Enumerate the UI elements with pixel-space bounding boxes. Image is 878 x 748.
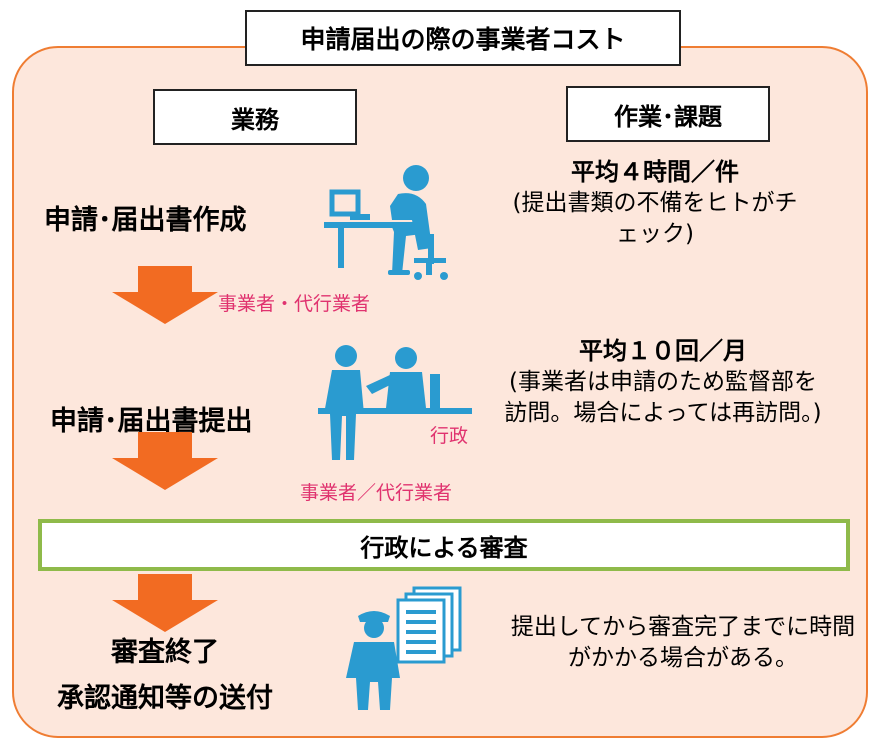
desk-worker-icon: [324, 165, 448, 280]
diagram-title: 申請届出の際の事業者コスト: [245, 10, 681, 66]
official-documents-icon: [346, 586, 462, 710]
counter-meeting-icon: [318, 345, 472, 460]
step-submit-desc: 平均１０回／月 (事業者は申請のため監督部を訪問。場合によっては再訪問。): [503, 336, 823, 429]
final-subtitle: 承認通知等の送付: [57, 683, 273, 714]
down-arrow-icon: [112, 574, 218, 632]
step-create-actor: 事業者・代行業者: [218, 293, 371, 315]
step-submit-actor: 事業者／代行業者: [300, 482, 453, 504]
final-title: 審査終了: [111, 637, 219, 668]
step-create-desc: 平均４時間／件 (提出書類の不備をヒトがチェック): [505, 157, 805, 250]
step-create-detail: (提出書類の不備をヒトがチェック): [512, 190, 798, 247]
header-business: 業務: [153, 89, 357, 145]
step-submit-label: 申請･届出書提出: [50, 406, 253, 437]
review-bar: 行政による審査: [38, 519, 850, 571]
step-submit-detail: (事業者は申請のため監督部を訪問。場合によっては再訪問。): [504, 369, 822, 426]
down-arrow-icon: [112, 266, 218, 324]
final-detail: 提出してから審査完了までに時間がかかる場合がある。: [510, 614, 856, 671]
header-tasks: 作業･課題: [566, 86, 770, 142]
step-create-headline: 平均４時間／件: [571, 158, 739, 186]
step-create-label: 申請･届出書作成: [44, 205, 247, 236]
step-submit-actor-gov: 行政: [430, 425, 469, 447]
down-arrow-icon: [112, 432, 218, 490]
step-submit-headline: 平均１０回／月: [579, 337, 747, 365]
